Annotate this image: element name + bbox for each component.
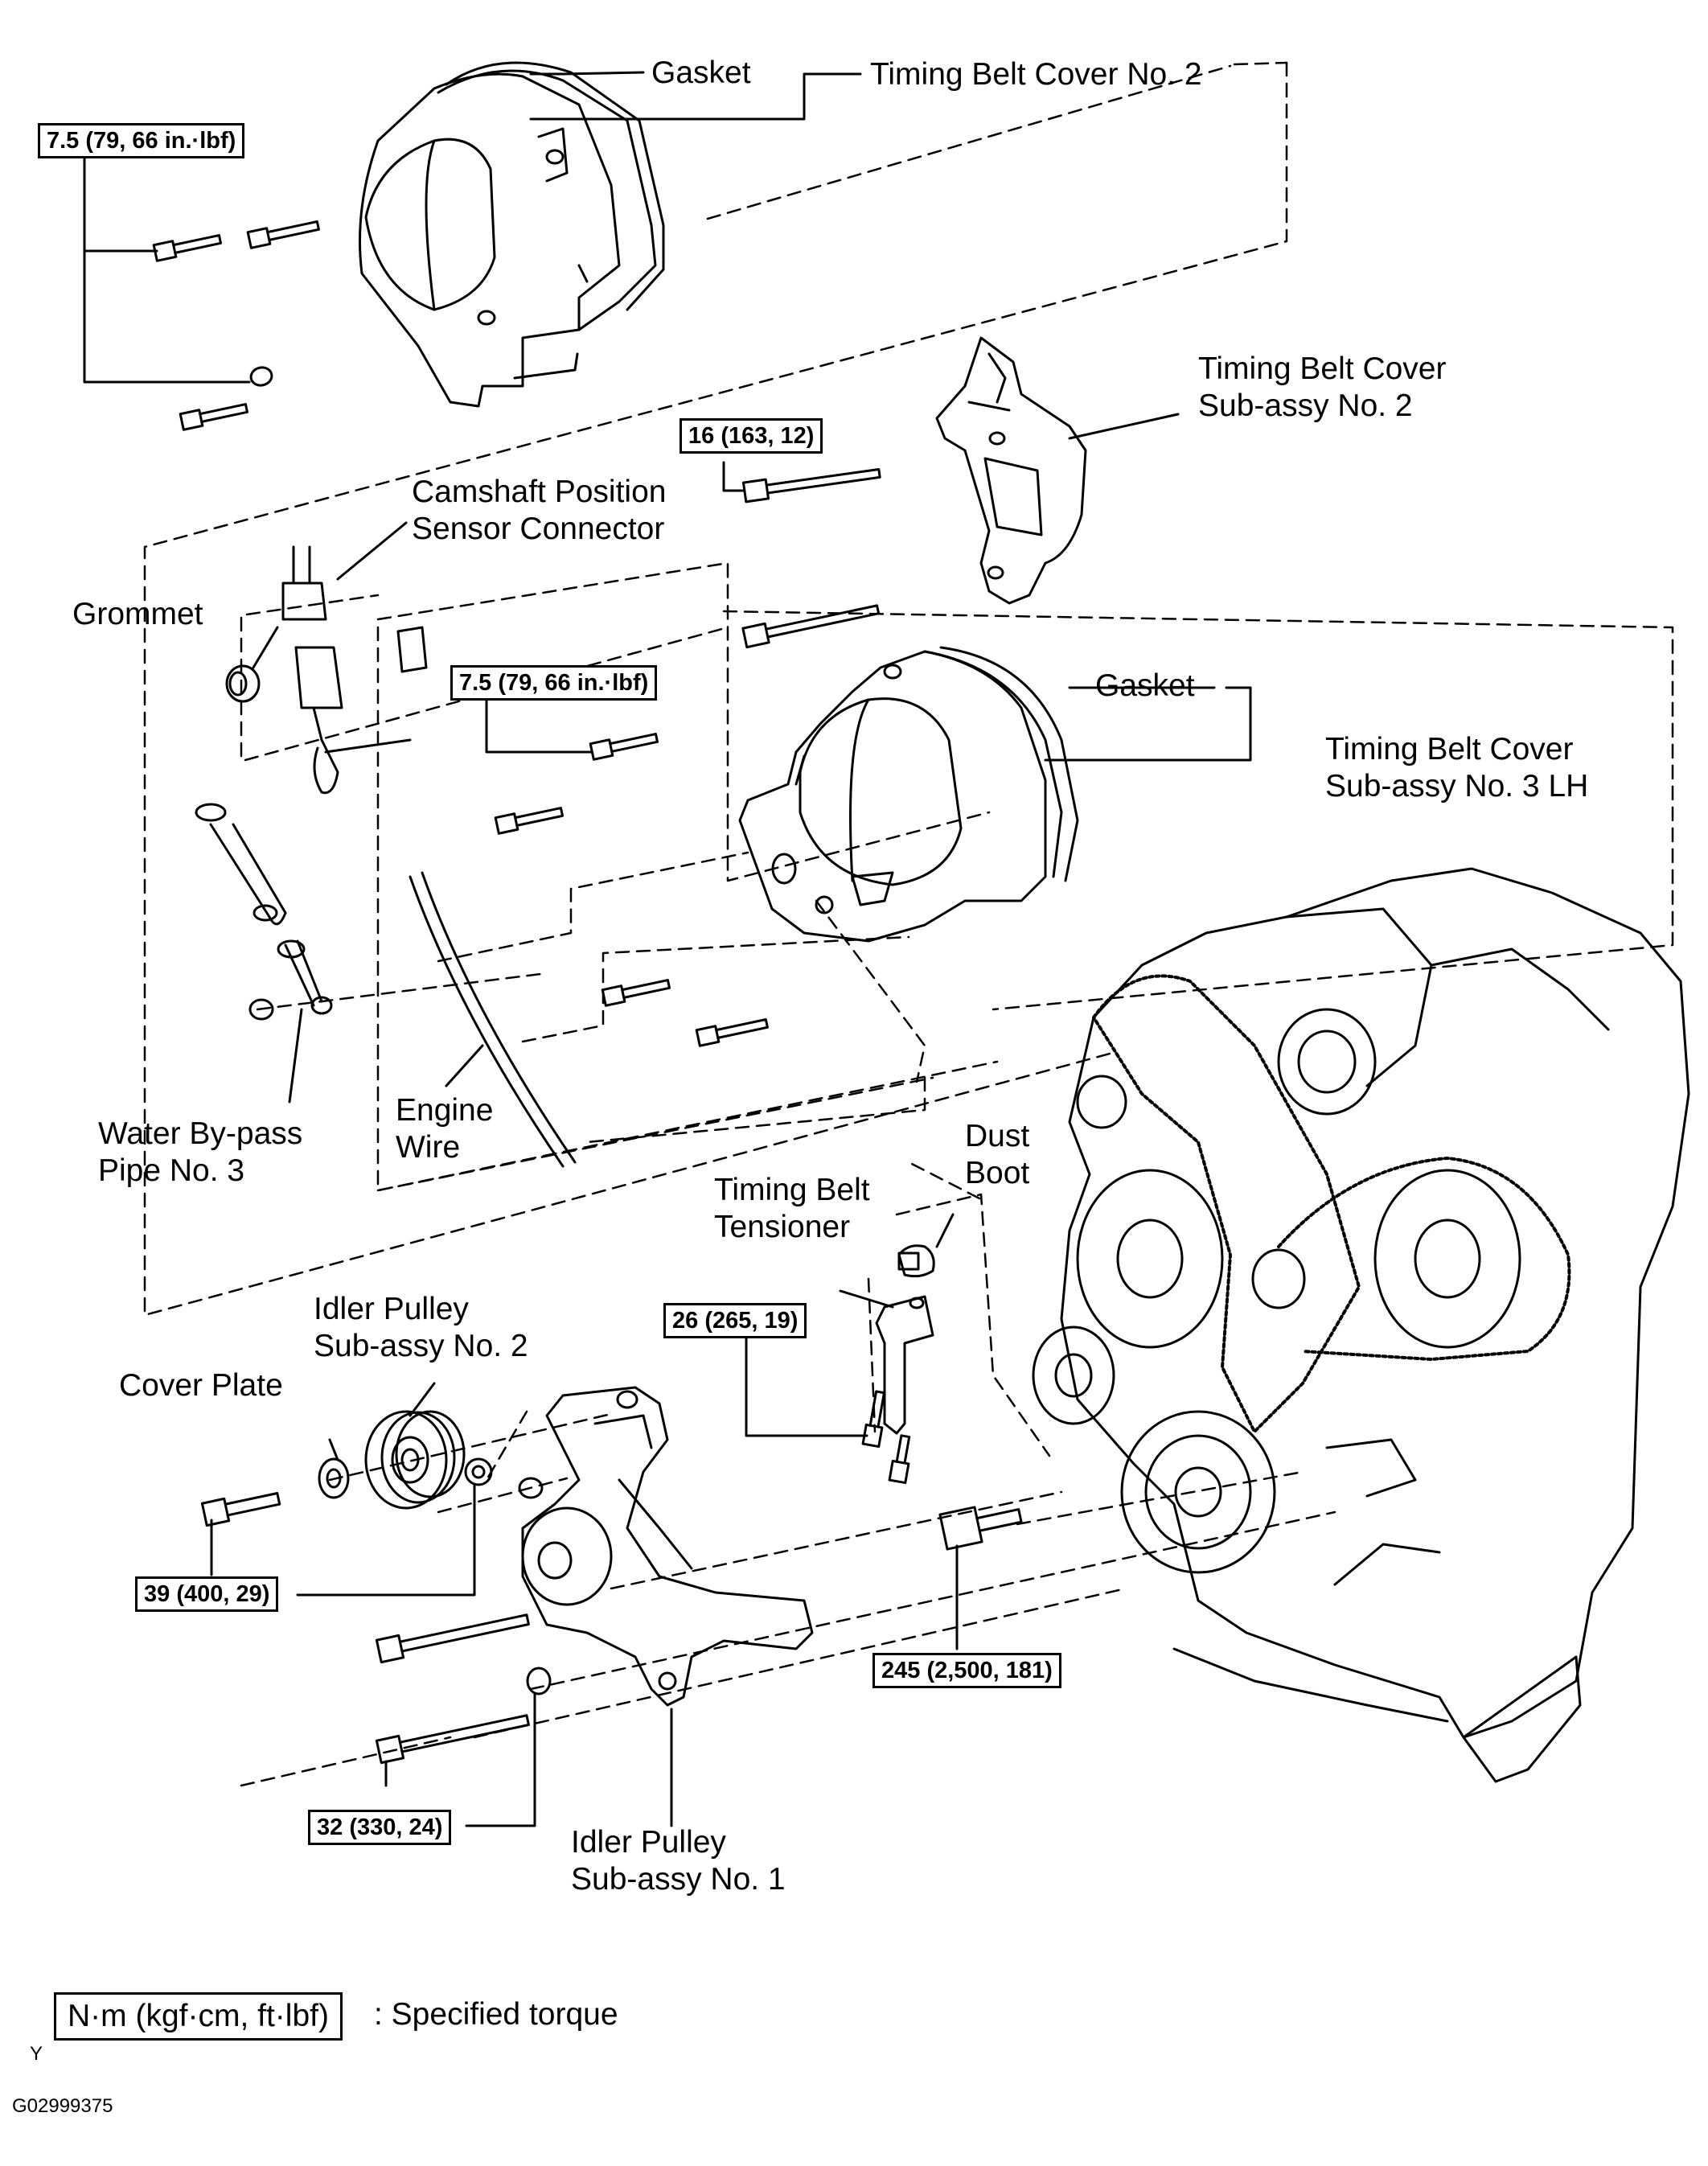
label-idler-pulley-sub-no1: Idler Pulley Sub-assy No. 1 [571, 1824, 786, 1898]
torque-box-6: 245 (2,500, 181) [872, 1653, 1061, 1688]
label-idler-pulley-sub-no2: Idler Pulley Sub-assy No. 2 [314, 1291, 528, 1365]
cover-plate-drawing [318, 1457, 350, 1499]
timing-belt-cover-sub-no3-drawing [738, 646, 1079, 943]
idler-pulley-no2-drawing [364, 1410, 466, 1510]
label-line-2: Boot [965, 1156, 1030, 1190]
timing-belt-tensioner-drawing [875, 1295, 934, 1435]
label-line-1: Water By-pass [98, 1116, 303, 1151]
dust-boot-drawing [897, 1244, 935, 1278]
legend-description: : Specified torque [374, 1997, 618, 2032]
label-camshaft-position-sensor-connector: Camshaft Position Sensor Connector [412, 474, 666, 548]
label-line-2: Sub-assy No. 2 [314, 1329, 528, 1363]
label-line-2: Sub-assy No. 2 [1198, 388, 1413, 423]
dashed-guides [143, 61, 1674, 1787]
timing-belt-cover-no2-drawing [359, 61, 665, 408]
label-line-1: Idler Pulley [571, 1825, 726, 1860]
label-line-2: Sub-assy No. 1 [571, 1862, 786, 1897]
legend-unit-box: N·m (kgf·cm, ft·lbf) [54, 1992, 343, 2041]
torque-box-2: 16 (163, 12) [680, 418, 823, 454]
engine-assembly-drawing [1032, 867, 1690, 1783]
label-line-1: Dust [965, 1119, 1030, 1153]
label-line-1: Timing Belt Cover [1325, 732, 1574, 767]
torque-box-7: 32 (330, 24) [308, 1810, 452, 1845]
label-timing-belt-cover-no2: Timing Belt Cover No. 2 [870, 57, 1202, 92]
label-line-1: Engine [396, 1093, 494, 1128]
camshaft-sensor-connector-drawing [281, 545, 428, 795]
label-grommet: Grommet [72, 597, 203, 631]
label-line-1: Timing Belt Cover [1198, 351, 1447, 386]
bolts [152, 220, 1023, 1765]
label-line-1: Idler Pulley [314, 1292, 469, 1326]
torque-box-3: 7.5 (79, 66 in.·lbf) [450, 665, 658, 701]
torque-box-5: 39 (400, 29) [135, 1576, 279, 1612]
figure-code: G02999375 [12, 2095, 113, 2117]
label-timing-belt-cover-sub-no3-lh: Timing Belt Cover Sub-assy No. 3 LH [1325, 731, 1588, 805]
label-gasket-top: Gasket [651, 55, 751, 90]
timing-belt-cover-sub-no2-drawing [935, 336, 1087, 605]
grommet-drawing [225, 664, 261, 703]
label-line-2: Pipe No. 3 [98, 1153, 245, 1188]
label-timing-belt-cover-sub-no2: Timing Belt Cover Sub-assy No. 2 [1198, 351, 1446, 425]
water-bypass-pipe-drawing [195, 803, 333, 1021]
corner-mark: Y [30, 2043, 43, 2065]
label-dust-boot: Dust Boot [965, 1118, 1029, 1192]
label-water-bypass-pipe-no3: Water By-pass Pipe No. 3 [98, 1116, 302, 1190]
torque-box-1: 7.5 (79, 66 in.·lbf) [38, 123, 245, 158]
label-timing-belt-tensioner: Timing Belt Tensioner [714, 1172, 870, 1246]
label-line-1: Timing Belt [714, 1173, 870, 1207]
leader-lines [83, 71, 1252, 1827]
label-engine-wire: Engine Wire [396, 1092, 493, 1166]
idler-pulley-no1-drawing [518, 1386, 814, 1707]
label-line-1: Camshaft Position [412, 475, 667, 509]
torque-box-4: 26 (265, 19) [663, 1303, 807, 1338]
engine-wire-drawing [409, 871, 577, 1168]
label-line-2: Tensioner [714, 1210, 851, 1244]
label-gasket-mid: Gasket [1095, 668, 1195, 703]
label-cover-plate: Cover Plate [119, 1368, 283, 1403]
label-line-2: Sensor Connector [412, 512, 665, 546]
label-line-2: Wire [396, 1130, 461, 1165]
label-line-2: Sub-assy No. 3 LH [1325, 769, 1589, 804]
